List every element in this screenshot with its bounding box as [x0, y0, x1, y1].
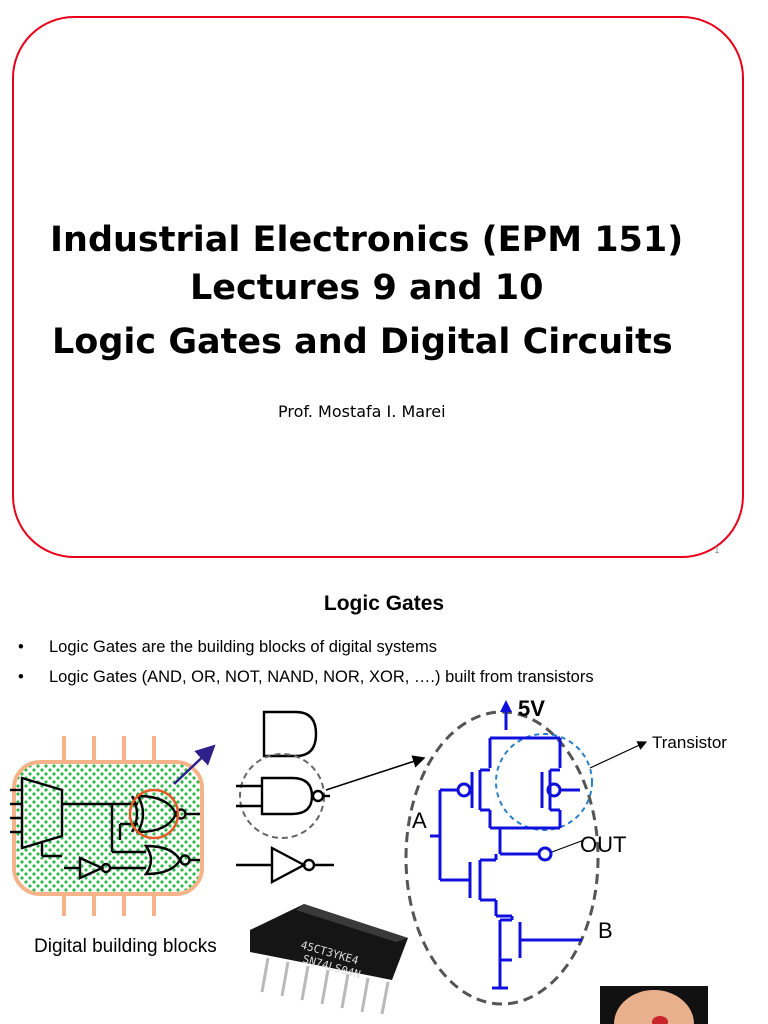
supply-arrow-icon	[500, 700, 512, 712]
bullet-dot: •	[18, 638, 24, 656]
nand-gate-symbol	[260, 776, 314, 816]
slide-title-line-1: Industrial Electronics (EPM 151)	[50, 220, 684, 260]
ic-pins	[260, 957, 390, 1015]
fingertip-photo	[600, 986, 708, 1024]
chip-caption: Digital building blocks	[34, 936, 217, 957]
cmos-schematic: 5V A OUT B Transistor	[404, 700, 727, 1006]
chip-logic	[10, 776, 200, 880]
bullet-text-1: Logic Gates are the building blocks of d…	[49, 638, 437, 656]
gate-symbols	[236, 710, 334, 884]
bullet-item-2: • Logic Gates (AND, OR, NOT, NAND, NOR, X…	[18, 668, 594, 687]
title-frame	[12, 16, 744, 558]
output-pointer	[551, 839, 585, 853]
slide-title-line-2: Lectures 9 and 10	[190, 268, 544, 308]
input-a-label: A	[412, 808, 427, 833]
slide2-title: Logic Gates	[323, 592, 445, 615]
logic-gates-slide: Logic Gates • Logic Gates are the buildin…	[0, 572, 768, 1024]
chip-pins	[62, 736, 156, 916]
author-name: Prof. Mostafa I. Marei	[278, 402, 446, 421]
title-slide: Industrial Electronics (EPM 151) Lecture…	[12, 16, 744, 558]
logic-gates-figure: 5V A OUT B Transistor Digital building b…	[10, 700, 727, 1024]
supply-label: 5V	[518, 700, 545, 721]
not-gate-symbol	[270, 846, 307, 884]
output-label: OUT	[580, 832, 626, 857]
highlight-circle	[128, 788, 180, 840]
and-gate-symbol	[262, 710, 318, 758]
zoom-pointer-arrow	[325, 755, 426, 791]
bullet-dot: •	[18, 668, 24, 686]
transistor-pointer-arrow	[589, 741, 648, 769]
schematic-outline	[404, 710, 600, 1006]
page-number: 1	[714, 546, 720, 556]
ic-body	[250, 904, 408, 980]
slide-title-line-3: Logic Gates and Digital Circuits	[52, 322, 673, 362]
chip-diagram	[10, 736, 216, 916]
input-b-label: B	[598, 918, 613, 943]
bullet-text-2: Logic Gates (AND, OR, NOT, NAND, NOR, XO…	[49, 668, 594, 686]
transistor-label: Transistor	[652, 733, 727, 752]
transistor-highlight-circle	[495, 733, 593, 831]
ic-chip-photo: 45CT3YKE4 SN74LS04N	[250, 904, 408, 1015]
zoom-arrow	[173, 744, 216, 785]
schematic-wires	[430, 712, 582, 990]
bullet-item-1: • Logic Gates are the building blocks of …	[18, 638, 437, 657]
